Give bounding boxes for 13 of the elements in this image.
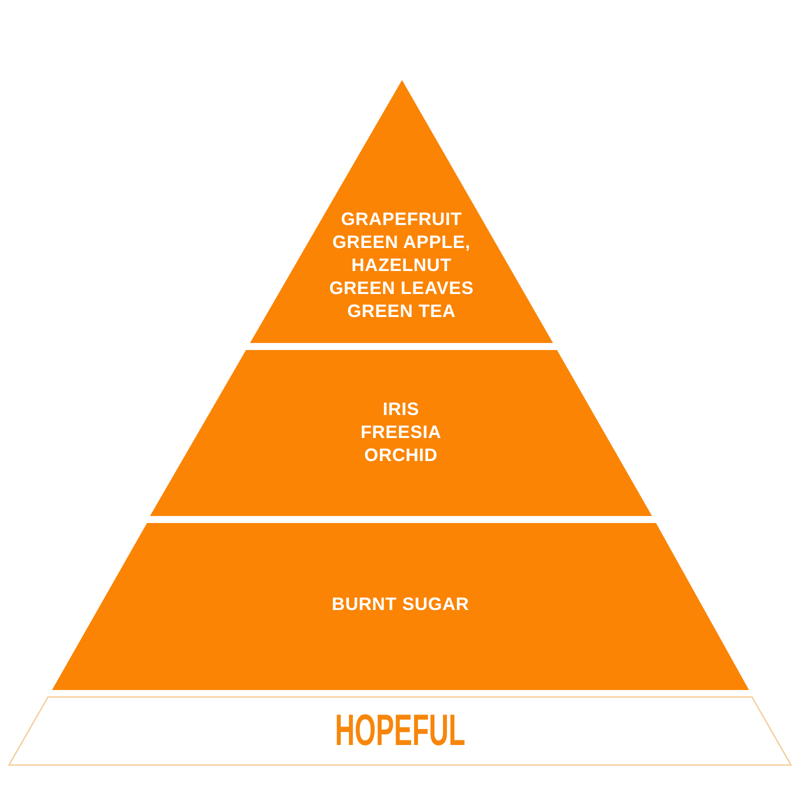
note-text: GRAPEFRUIT: [341, 208, 462, 230]
note-text: BURNT SUGAR: [332, 592, 470, 616]
note-text: GREEN APPLE, HAZELNUT: [331, 230, 472, 276]
mood-band: [9, 697, 791, 765]
note-text: FREESIA: [360, 420, 442, 444]
note-text: GREEN LEAVES: [329, 276, 474, 300]
note-text: ORCHID: [364, 444, 438, 466]
pyramid-tier: [250, 80, 553, 343]
pyramid-tier: [150, 350, 652, 516]
note-text: IRIS: [382, 398, 420, 420]
note-text: GREEN TEA: [347, 300, 456, 322]
mood-text: HOPEFUL: [334, 709, 466, 753]
pyramid-tier: [52, 523, 749, 690]
